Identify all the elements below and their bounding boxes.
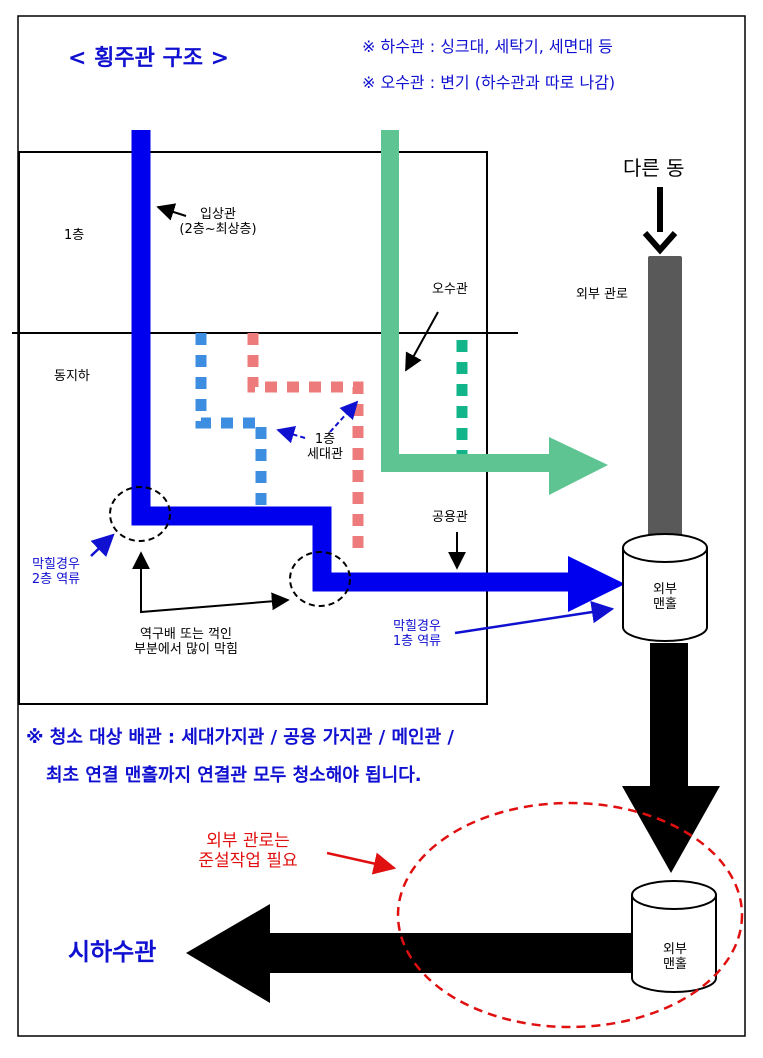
unit-pipe-label-line1: 1층 <box>314 432 336 447</box>
city-sewer-shaft <box>268 933 633 973</box>
page-title: < 횡주관 구조 > <box>68 46 230 71</box>
blockage2-arrow <box>90 533 115 558</box>
external-pipe <box>648 256 682 538</box>
slope-label-line2: 부분에서 많이 막힘 <box>134 641 238 657</box>
manhole-upper-label: 외부 맨홀 <box>640 582 690 613</box>
dredging-arrow <box>326 851 397 875</box>
city-sewer-arrowhead <box>186 904 270 1003</box>
dredging-label-line2: 준설작업 필요 <box>198 850 298 871</box>
blockage-circle-upper <box>109 486 171 542</box>
slope-label: 역구배 또는 꺽인 부분에서 많이 막힘 <box>112 627 260 658</box>
floor1-label: 1층 <box>64 228 85 243</box>
slope-label-line1: 역구배 또는 꺽인 <box>140 627 232 642</box>
blockage1-label-line2: 1층 역류 <box>392 633 442 649</box>
external-pipe-label: 외부 관로 <box>576 287 628 302</box>
blockage2-label: 막힐경우 2층 역류 <box>20 557 92 588</box>
blockage1-label: 막힐경우 1층 역류 <box>378 619 456 650</box>
sewage-pipe-arrowhead <box>549 437 608 495</box>
outflow-shaft <box>650 643 688 788</box>
riser-pipe <box>131 130 572 592</box>
sewage-pipe <box>381 130 553 472</box>
slope-bracket-arrow <box>132 551 290 614</box>
manhole-upper-label-line2: 맨홀 <box>653 596 677 612</box>
manhole-lower-label: 외부 맨홀 <box>650 942 700 973</box>
manhole-lower-label-line1: 외부 <box>663 942 687 957</box>
note-sewage-pipe: ※ 하수관 : 싱크대, 세탁기, 세면대 등 <box>362 37 613 56</box>
dotted-pink-pipe <box>247 333 364 558</box>
riser-label: 입상관 (2층~최상층) <box>168 207 268 238</box>
manhole-lower-label-line2: 맨홀 <box>663 956 687 972</box>
blockage2-label-line1: 막힐경우 <box>32 557 80 572</box>
blockage1-arrow <box>454 600 615 635</box>
unit-pipe-arrow-right <box>329 400 359 433</box>
riser-label-line1: 입상관 <box>200 207 236 222</box>
manhole-lower <box>631 880 717 993</box>
manhole-upper-label-line1: 외부 <box>653 582 677 597</box>
riser-label-arrow <box>156 203 187 221</box>
basement-label: 동지하 <box>54 369 90 384</box>
common-pipe-label: 공용관 <box>432 510 468 525</box>
unit-pipe-label-line2: 세대관 <box>307 446 343 462</box>
dredging-label-line1: 외부 관로는 <box>206 831 290 851</box>
blockage2-label-line2: 2층 역류 <box>31 571 81 587</box>
sewage-label-arrow <box>405 311 439 372</box>
dredging-label: 외부 관로는 준설작업 필요 <box>168 831 328 871</box>
cleaning-note-line2: 최초 연결 맨홀까지 연결관 모두 청소해야 됩니다. <box>46 765 422 786</box>
other-building-label: 다른 동 <box>623 156 685 180</box>
manhole-upper <box>622 533 708 642</box>
building-outline <box>18 151 488 705</box>
blockage-circle-lower <box>289 551 351 607</box>
city-sewer-label: 시하수관 <box>68 938 157 966</box>
dotted-blue-pipe <box>195 333 267 505</box>
note-waste-pipe: ※ 오수관 : 변기 (하수관과 따로 나감) <box>362 73 616 92</box>
dredging-zone <box>396 801 744 1029</box>
cleaning-note-line1: ※ 청소 대상 배관 : 세대가지관 / 공용 가지관 / 메인관 / <box>26 727 454 748</box>
sewage-pipe-label: 오수관 <box>432 282 468 297</box>
outflow-arrowhead <box>622 786 720 873</box>
unit-pipe-label: 1층 세대관 <box>300 432 350 463</box>
riser-label-line2: (2층~최상층) <box>179 221 257 237</box>
main-pipe-arrowhead <box>568 556 625 612</box>
unit-pipe-arrow-left <box>276 425 306 444</box>
other-building-arrowhead <box>642 231 678 255</box>
blockage1-label-line1: 막힐경우 <box>393 619 441 634</box>
